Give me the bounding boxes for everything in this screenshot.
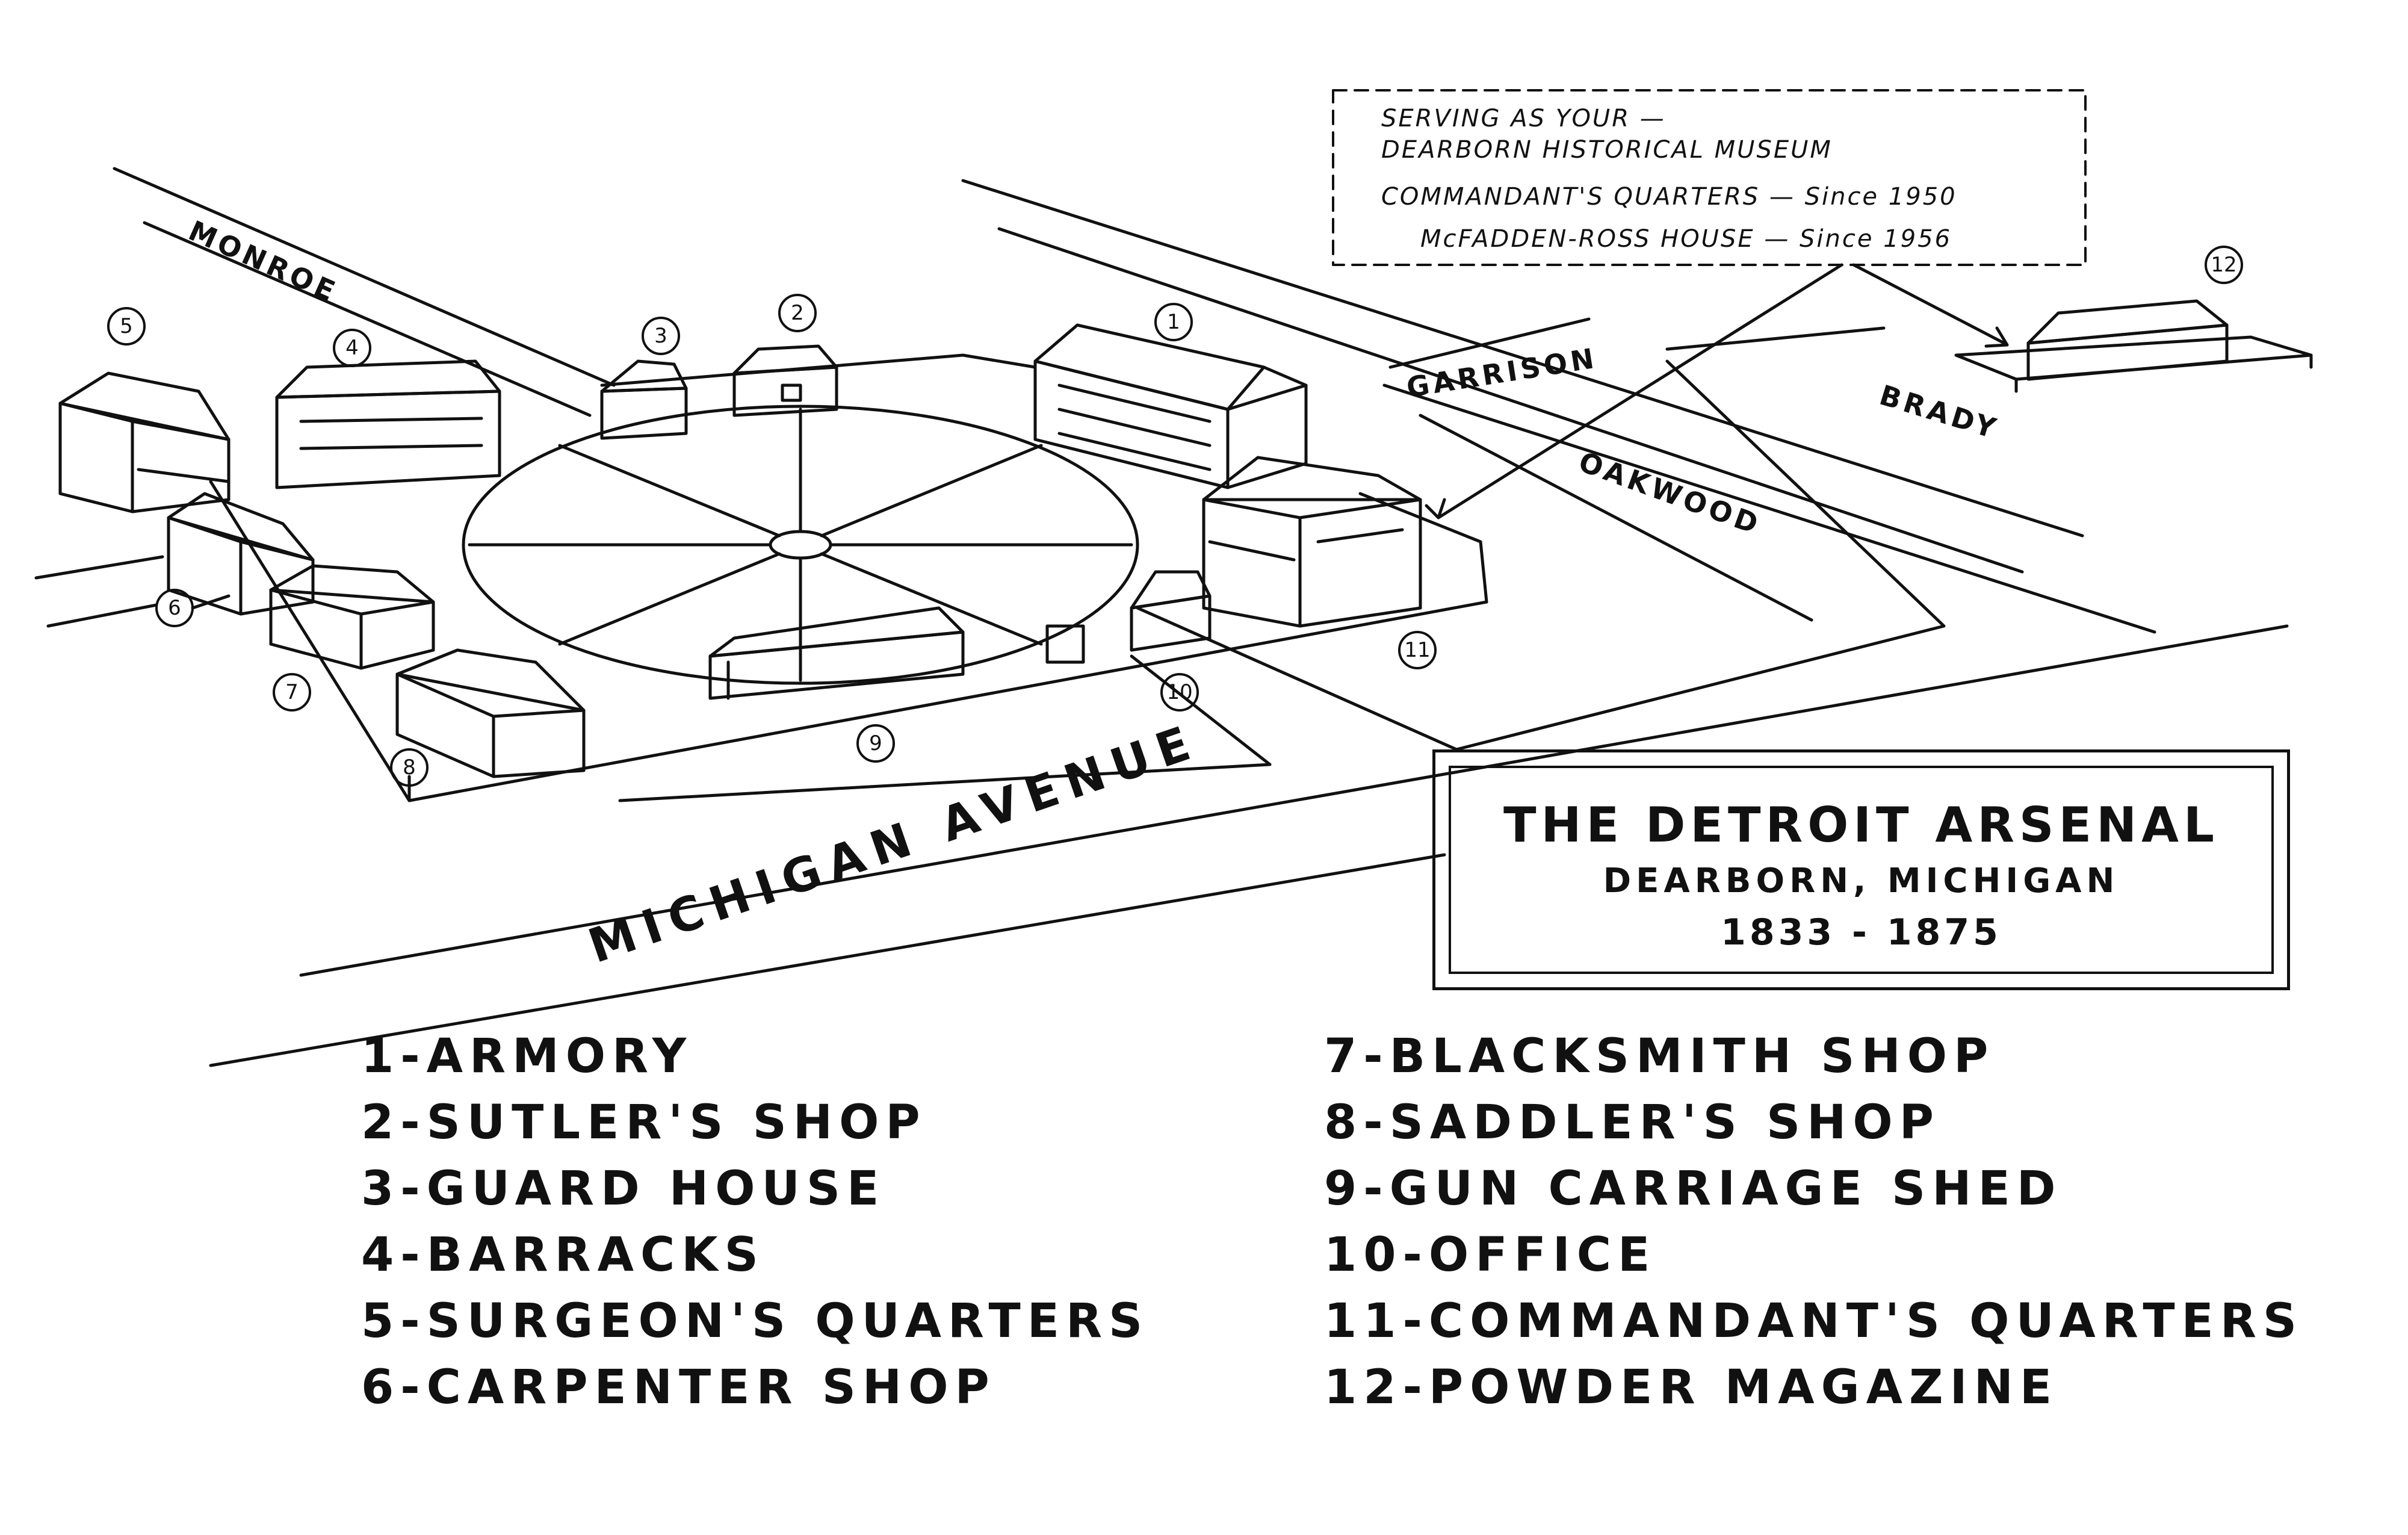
legend-item-surgeons-quarters: 5-SURGEON'S QUARTERS <box>361 1294 1150 1348</box>
title-box: THE DETROIT ARSENAL DEARBORN, MICHIGAN 1… <box>1432 749 2290 990</box>
marker-3: 3 <box>654 324 667 348</box>
street-label-brady: BRADY <box>1876 379 2003 445</box>
building-commandants-quarters <box>1202 456 1422 628</box>
museum-note-line-2: DEARBORN HISTORICAL MUSEUM <box>1381 136 1833 164</box>
marker-10: 10 <box>1166 680 1192 704</box>
building-barracks <box>275 359 501 489</box>
legend-left-column: 1-ARMORY 2-SUTLER'S SHOP 3-GUARD HOUSE 4… <box>361 1023 1149 1421</box>
map-subtitle: DEARBORN, MICHIGAN <box>1603 861 2120 901</box>
museum-note-line-3: COMMANDANT'S QUARTERS — Since 1950 <box>1381 183 1957 211</box>
legend-item-saddlers-shop: 8-SADDLER'S SHOP <box>1324 1096 1940 1150</box>
building-blacksmith-shop <box>269 564 435 670</box>
marker-8: 8 <box>403 755 416 780</box>
building-saddlers-shop <box>395 648 586 778</box>
legend-item-powder-magazine: 12-POWDER MAGAZINE <box>1324 1360 2059 1415</box>
museum-arrows <box>1425 263 2009 519</box>
legend-item-armory: 1-ARMORY <box>361 1029 693 1084</box>
marker-2: 2 <box>791 301 804 325</box>
legend-item-commandants-quarters: 11-COMMANDANT'S QUARTERS <box>1324 1294 2304 1348</box>
building-gun-carriage-shed <box>708 606 965 700</box>
legend-item-barracks: 4-BARRACKS <box>361 1228 765 1282</box>
marker-4: 4 <box>345 336 359 360</box>
compound-wall <box>209 353 1488 802</box>
marker-11: 11 <box>1404 638 1430 662</box>
legend-item-carpenter-shop: 6-CARPENTER SHOP <box>361 1360 996 1415</box>
street-label-monroe: MONROE <box>184 214 343 309</box>
marker-5: 5 <box>120 314 133 338</box>
museum-note-line-1: SERVING AS YOUR — <box>1381 105 1666 132</box>
building-office <box>1045 570 1212 664</box>
street-label-oakwood: OAKWOOD <box>1574 445 1766 542</box>
marker-9: 9 <box>869 731 882 755</box>
marker-6: 6 <box>168 596 181 620</box>
map-years: 1833 - 1875 <box>1721 911 2002 954</box>
museum-note-line-4: McFADDEN-ROSS HOUSE — Since 1956 <box>1420 225 1952 253</box>
legend-item-blacksmith-shop: 7-BLACKSMITH SHOP <box>1324 1029 1995 1084</box>
building-armory <box>1033 323 1308 489</box>
legend-item-office: 10-OFFICE <box>1324 1228 1657 1282</box>
street-lines <box>34 167 2289 1067</box>
marker-7: 7 <box>285 680 299 704</box>
marker-1: 1 <box>1167 310 1180 334</box>
building-guard-house <box>600 359 688 440</box>
legend-item-gun-carriage-shed: 9-GUN CARRIAGE SHED <box>1324 1162 2063 1216</box>
map-title: THE DETROIT ARSENAL <box>1503 797 2220 853</box>
legend-item-guard-house: 3-GUARD HOUSE <box>361 1162 886 1216</box>
title-box-inner: THE DETROIT ARSENAL DEARBORN, MICHIGAN 1… <box>1449 766 2274 974</box>
building-surgeons-quarters <box>58 371 231 513</box>
legend-item-sutlers-shop: 2-SUTLER'S SHOP <box>361 1096 927 1150</box>
parade-ground <box>462 405 1139 685</box>
museum-note-box <box>1332 89 2087 266</box>
marker-12: 12 <box>2211 253 2236 277</box>
building-powder-magazine <box>1954 299 2313 393</box>
legend-right-column: 7-BLACKSMITH SHOP 8-SADDLER'S SHOP 9-GUN… <box>1324 1023 2303 1421</box>
building-sutlers-shop <box>732 344 838 417</box>
